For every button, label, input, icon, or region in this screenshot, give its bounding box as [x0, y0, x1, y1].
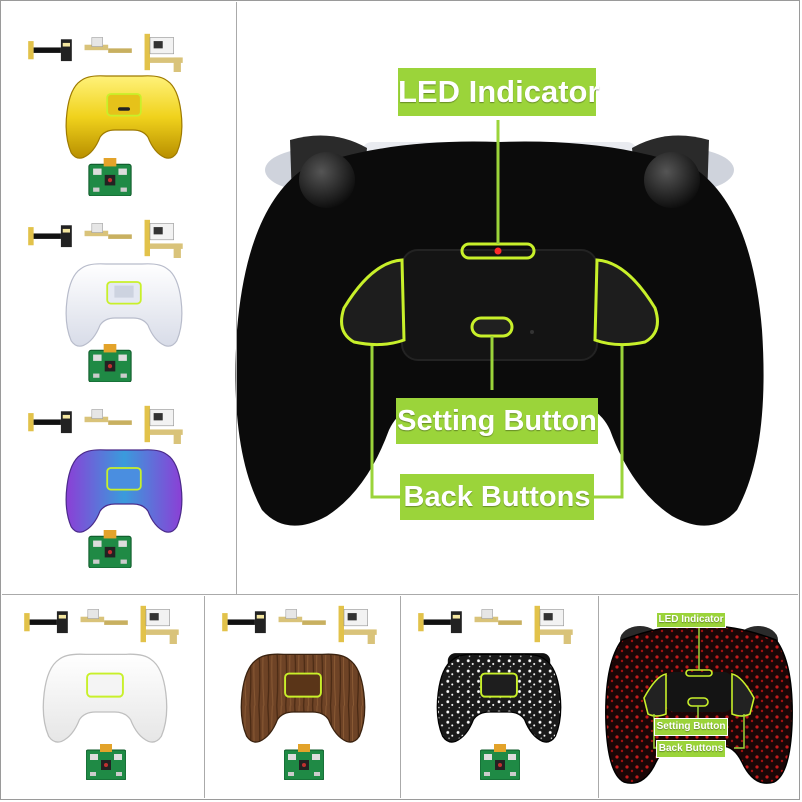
variant-white-shell	[14, 648, 196, 744]
callout-back-buttons: Back Buttons	[400, 474, 594, 520]
left-thumbstick	[299, 152, 355, 208]
variant-chameleon-pcb	[88, 530, 132, 568]
left-back-button	[340, 258, 406, 347]
variant-yellow-shell	[24, 70, 224, 160]
variant-clear-flex-cables	[20, 218, 200, 258]
variant-white-flex-cables	[16, 604, 196, 644]
variant-clear-pcb	[88, 344, 132, 382]
variant-splash-shell	[408, 648, 590, 744]
right-thumbstick	[644, 152, 700, 208]
grid-divider-2	[400, 596, 401, 798]
mini-callout-setting-button: Setting Button	[654, 718, 728, 736]
grid-horizontal-line	[2, 594, 798, 595]
remap-module	[401, 249, 598, 361]
grid-divider-1	[204, 596, 205, 798]
main-controller-image	[232, 120, 767, 535]
variant-chameleon-flex-cables	[20, 404, 200, 444]
callout-led-indicator: LED Indicator	[398, 68, 600, 116]
variant-splash-flex-cables	[410, 604, 590, 644]
variant-white-pcb	[86, 744, 126, 780]
variant-clear-shell	[24, 258, 224, 348]
variant-splash-pcb	[480, 744, 520, 780]
setting-button	[470, 316, 514, 338]
back-connector-right	[594, 346, 624, 499]
variant-yellow-flex-cables	[20, 32, 200, 72]
grid-divider-3	[598, 596, 599, 798]
callout-setting-button: Setting Button	[396, 398, 598, 444]
back-connector-left	[370, 346, 400, 499]
right-back-button	[593, 258, 659, 347]
variant-wood-pcb	[284, 744, 324, 780]
variant-yellow-pcb	[88, 158, 132, 196]
led-indicator-light	[494, 247, 502, 255]
mini-callout-back-buttons: Back Buttons	[656, 740, 726, 758]
variant-red-splatter-controller	[604, 614, 794, 794]
variant-wood-shell	[212, 648, 394, 744]
variant-chameleon-shell	[24, 444, 224, 534]
variant-wood-flex-cables	[214, 604, 394, 644]
grid-vertical-line	[236, 2, 237, 594]
mini-callout-led-indicator: LED Indicator	[656, 612, 726, 628]
